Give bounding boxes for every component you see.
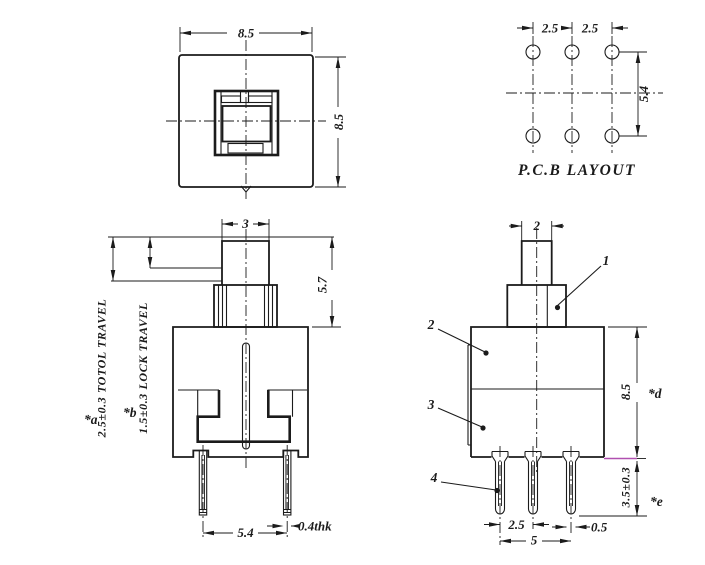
pin-detail (199, 455, 207, 513)
side-pin-3 (562, 446, 580, 533)
pin-detail (531, 461, 535, 506)
front-collar-ribs (217, 285, 274, 327)
front-stem-dim-text: 3 (241, 216, 249, 231)
side-stem-dim-text: 2 (532, 218, 540, 233)
pcb-row-dim-lines (619, 51, 647, 137)
front-thk-text: 0.4thk (298, 519, 332, 534)
pcb-pitch-dim-arrows (522, 25, 623, 31)
pcb-layout-view: 2.5 2.5 5.4 P.C.B LAYOUT (506, 21, 663, 179)
side-clip-and-midline (467, 344, 604, 446)
centerline-arrow (240, 185, 252, 193)
top-view-bottom-tab (227, 142, 264, 154)
ref-d-text: *d (648, 386, 662, 401)
side-pin-length-text: 3.5±0.3 (619, 467, 633, 509)
top-view-keytop (221, 105, 272, 143)
side-pin-length-dim-arrows (634, 461, 640, 516)
front-center-slot (241, 342, 251, 450)
pcb-row-dim-text: 5.4 (636, 85, 651, 102)
side-body-outline (470, 326, 605, 457)
leader-dot-2 (483, 350, 489, 356)
front-pin-span-text: 5.4 (237, 525, 254, 540)
pcb-hole (525, 44, 541, 60)
part-label-3: 3 (427, 397, 435, 412)
top-view-centerlines (166, 40, 326, 199)
top-height-dim-lines (315, 56, 346, 188)
side-pitch-dim-arrows (489, 522, 544, 527)
pcb-layout-title: P.C.B LAYOUT (518, 162, 636, 179)
pcb-pitch-right-text: 2.5 (581, 21, 599, 36)
front-travel-ref-lines (108, 236, 334, 282)
pin-detail (569, 461, 573, 506)
pcb-hole (564, 44, 580, 60)
pcb-pitch-dim-lines (517, 22, 628, 34)
pcb-centerlines (506, 36, 663, 153)
side-plunger-outline (520, 240, 553, 285)
top-height-dim-text: 8.5 (331, 113, 346, 130)
side-view: 2 1 2 3 4 (427, 218, 663, 548)
front-view: 2.5±0.3 TOTOL TRAVEL 1.5±0.3 LOCK TRAVEL… (84, 216, 341, 540)
top-width-dim-text: 8.5 (238, 26, 255, 41)
pcb-pitch-left-text: 2.5 (541, 21, 559, 36)
ref-b-text: *b (123, 405, 137, 420)
top-view: 8.5 8.5 (166, 26, 346, 199)
part-label-1: 1 (603, 253, 610, 268)
front-body-outline (172, 326, 309, 458)
front-pin-left (198, 445, 208, 540)
front-travel-dim-arrows (110, 237, 153, 281)
ref-e-text: *e (650, 494, 663, 509)
part-leader-lines (437, 265, 602, 491)
leader-dot-4 (494, 487, 500, 494)
pin-detail (283, 455, 291, 513)
front-pin-right (282, 445, 292, 540)
leader-dot-3 (480, 425, 486, 431)
top-view-key-notch (239, 90, 250, 104)
front-travel-dim-lines (112, 237, 151, 281)
pcb-hole (564, 128, 580, 144)
total-travel-text: 2.5±0.3 TOTOL TRAVEL (95, 299, 109, 439)
top-view-channel-right (247, 95, 273, 104)
front-stem-dim-arrows (222, 221, 269, 227)
top-width-dim-lines (179, 27, 313, 52)
part-label-4: 4 (430, 470, 438, 485)
side-pitch-text: 2.5 (507, 517, 525, 532)
front-upper-dim-text: 5.7 (315, 276, 330, 293)
side-total-text: 5 (531, 533, 538, 548)
top-view-button-frame (213, 89, 280, 157)
side-pin-2 (524, 446, 542, 529)
top-view-button-walls (220, 92, 273, 154)
lock-travel-text: 1.5±0.3 LOCK TRAVEL (136, 302, 150, 434)
front-thk-dim-arrows (272, 523, 300, 529)
side-pin-1 (491, 446, 509, 545)
front-upper-dim-arrows (329, 237, 335, 327)
front-stem-dim-lines (221, 219, 270, 241)
side-pin-width-text: 0.5 (591, 520, 608, 535)
front-plunger-outline (221, 240, 270, 285)
top-view-channel-left (220, 95, 242, 104)
part-label-2: 2 (427, 317, 435, 332)
side-stem-dim-arrows (510, 223, 563, 229)
leader-dot-1 (554, 304, 561, 311)
pcb-hole (525, 128, 541, 144)
side-stem-dim-lines (509, 221, 564, 241)
front-collar-outline (213, 284, 278, 328)
front-contact-bracket (196, 390, 291, 443)
pin-detail (498, 461, 502, 506)
front-inner-notch-lines (178, 389, 307, 417)
side-pin-width-dim-arrows (555, 524, 587, 530)
ref-a-text: *a (84, 412, 98, 427)
side-body-dim-text: 8.5 (618, 383, 633, 400)
